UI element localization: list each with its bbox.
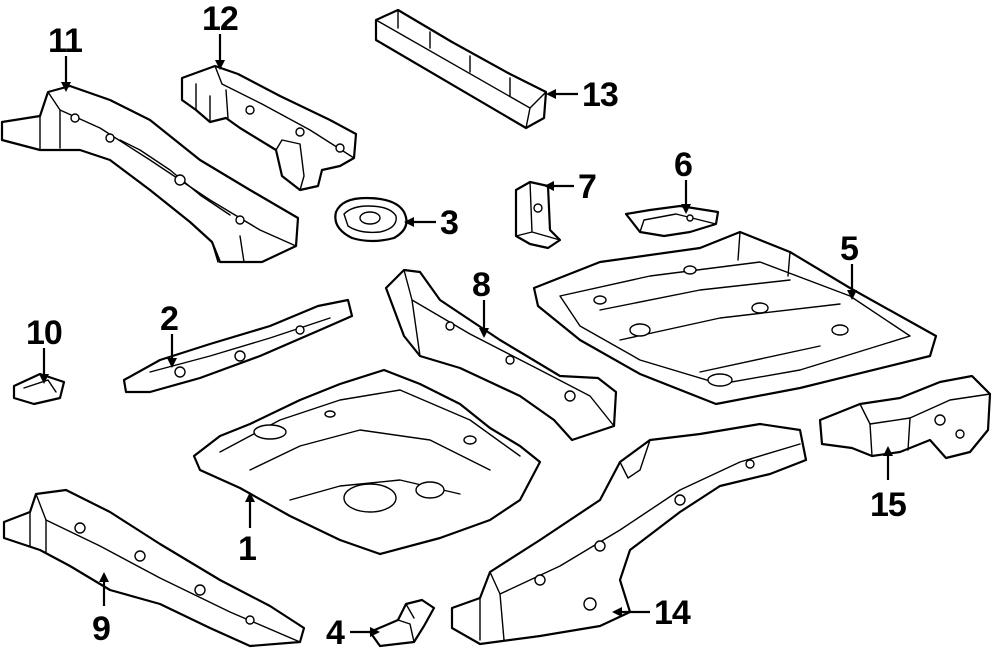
part-1-floor-pan[interactable] xyxy=(192,368,542,556)
callout-7: 7 xyxy=(578,168,596,206)
callout-3: 3 xyxy=(440,204,458,242)
leader-lines xyxy=(39,34,893,637)
callout-14: 14 xyxy=(654,594,691,632)
part-10-small-plate[interactable] xyxy=(12,372,66,406)
part-13-channel-rail[interactable] xyxy=(374,8,548,130)
callout-13: 13 xyxy=(582,76,618,114)
part-14-rear-side-member[interactable] xyxy=(450,422,808,646)
callout-10: 10 xyxy=(26,314,62,352)
callout-6: 6 xyxy=(674,146,692,184)
part-2-reinforcement[interactable] xyxy=(122,298,354,394)
callout-1: 1 xyxy=(238,530,256,568)
part-6-bracket[interactable] xyxy=(624,204,720,238)
callout-8: 8 xyxy=(472,266,490,304)
part-11-floor-side-member[interactable] xyxy=(0,84,300,264)
part-3-cover-plate[interactable] xyxy=(334,196,408,243)
part-12-crossmember[interactable] xyxy=(180,64,358,192)
part-5-rear-floor-pan[interactable] xyxy=(532,230,938,406)
part-7-bracket[interactable] xyxy=(514,180,562,250)
callout-2: 2 xyxy=(160,300,178,338)
callout-numbers: 1 2 3 4 5 6 7 8 9 10 11 12 13 14 15 xyxy=(26,0,907,652)
part-8-crossmember[interactable] xyxy=(384,268,618,442)
callout-9: 9 xyxy=(92,610,110,648)
part-15-extension[interactable] xyxy=(818,374,992,460)
callout-12: 12 xyxy=(202,0,238,38)
callout-15: 15 xyxy=(870,486,906,524)
part-9-side-member[interactable] xyxy=(2,488,306,648)
part-4-bracket[interactable] xyxy=(368,598,436,648)
callout-4: 4 xyxy=(326,614,345,652)
callout-5: 5 xyxy=(840,230,858,268)
callout-11: 11 xyxy=(48,22,82,60)
